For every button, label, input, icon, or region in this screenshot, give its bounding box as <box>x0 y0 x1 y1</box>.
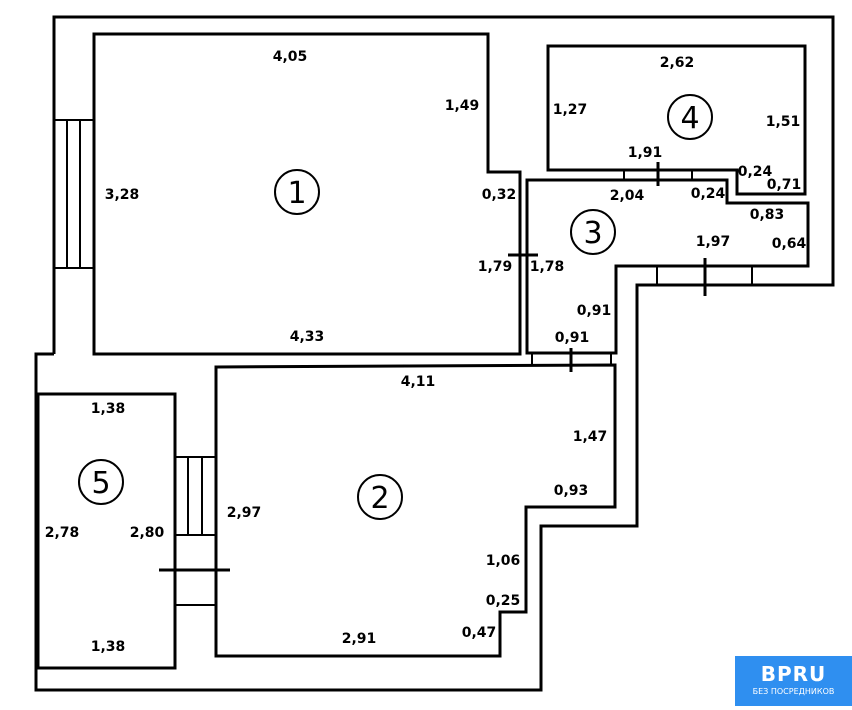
dimension: 4,05 <box>273 49 308 65</box>
dimension: 0,32 <box>482 187 517 203</box>
dimension: 1,47 <box>573 429 608 445</box>
dimension: 0,47 <box>462 625 497 641</box>
dimension: 2,04 <box>610 188 645 204</box>
door-3-balcony <box>656 258 753 296</box>
room-5-outline <box>36 392 177 670</box>
bpru-logo: BPRU БЕЗ ПОСРЕДНИКОВ <box>735 656 852 706</box>
dimension: 0,91 <box>555 330 590 346</box>
dimension: 1,38 <box>91 401 126 417</box>
dimension: 2,78 <box>45 525 80 541</box>
room-number: 5 <box>91 466 110 501</box>
dimension: 1,51 <box>766 114 801 130</box>
dimension: 2,91 <box>342 631 377 647</box>
logo-tagline: БЕЗ ПОСРЕДНИКОВ <box>752 687 835 696</box>
dimension: 0,93 <box>554 483 589 499</box>
dimension: 0,24 <box>691 186 726 202</box>
room-number: 4 <box>680 101 699 136</box>
room-number: 3 <box>583 216 602 251</box>
door-3-2 <box>531 348 612 372</box>
room-number-circles <box>78 94 713 520</box>
dimension: 4,33 <box>290 329 325 345</box>
dimension: 2,97 <box>227 505 262 521</box>
dimension: 1,97 <box>696 234 731 250</box>
window-room-1 <box>53 119 95 269</box>
dimension: 1,79 <box>478 259 513 275</box>
room-number: 1 <box>287 176 306 211</box>
dimension: 0,83 <box>750 207 785 223</box>
room-3-outline <box>525 178 810 355</box>
window-room-5 <box>159 456 230 606</box>
dimension: 1,27 <box>553 102 588 118</box>
dimension: 1,78 <box>530 259 565 275</box>
logo-brand: BPRU <box>760 662 827 686</box>
dimension: 0,24 <box>738 164 773 180</box>
dimension: 0,64 <box>772 236 807 252</box>
dimension: 1,49 <box>445 98 480 114</box>
dimension: 0,25 <box>486 593 521 609</box>
dimension: 1,38 <box>91 639 126 655</box>
dimension: 4,11 <box>401 374 436 390</box>
room-4-outline <box>546 44 807 196</box>
dimension: 1,06 <box>486 553 521 569</box>
dimension: 3,28 <box>105 187 140 203</box>
door-3-4 <box>623 162 693 186</box>
room-1-outline <box>92 32 522 356</box>
dimension: 0,71 <box>767 177 802 193</box>
dimension: 1,91 <box>628 145 663 161</box>
dimension: 2,62 <box>660 55 695 71</box>
room-number: 2 <box>370 481 389 516</box>
outer-wall <box>34 15 835 692</box>
room-2-outline <box>214 363 617 658</box>
dimension: 2,80 <box>130 525 165 541</box>
dimension: 0,91 <box>577 303 612 319</box>
